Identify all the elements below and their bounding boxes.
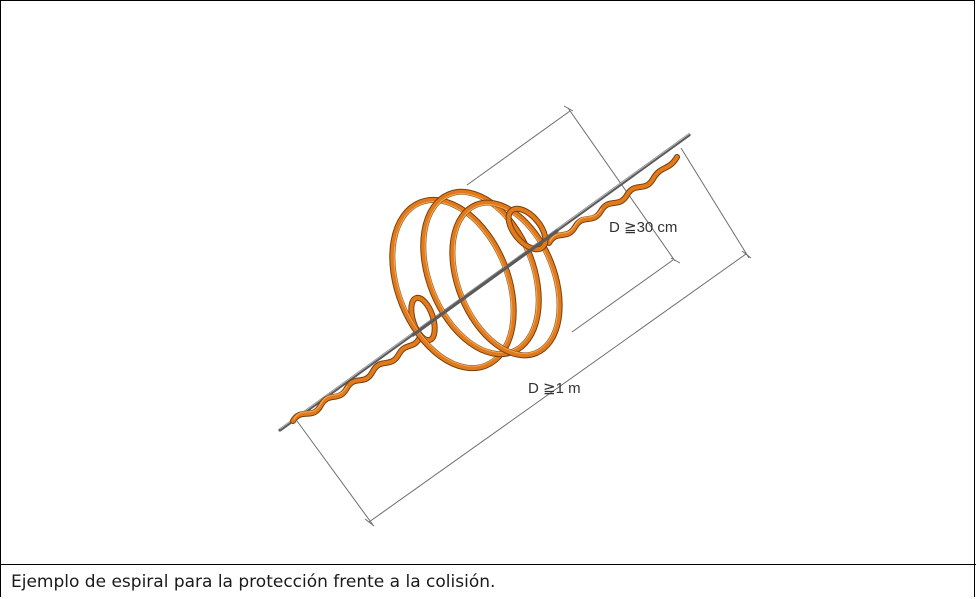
dimension-inner-label: D ≧30 cm	[609, 219, 677, 236]
dimension-outer-tick-left	[364, 518, 375, 527]
dimension-outer-extension-right	[680, 147, 750, 259]
spiral-tail-left	[290, 336, 422, 424]
dimension-inner-extension-bottom	[571, 259, 674, 333]
wire-core	[411, 229, 559, 337]
dimension-inner-tick-top	[563, 105, 574, 112]
spiral-diagram: D ≧30 cm D ≧1 m	[278, 105, 752, 527]
spiral-coils	[389, 188, 563, 372]
dimension-outer-extension-left	[296, 420, 374, 526]
dimension-outer-tick-right	[741, 250, 752, 259]
dimension-inner-tick-bottom	[670, 257, 681, 264]
dimension-outer-line	[368, 253, 747, 523]
caption-area: Ejemplo de espiral para la protección fr…	[1, 565, 976, 599]
dimension-inner-extension-top	[466, 110, 571, 186]
dimension-outer-label: D ≧1 m	[528, 380, 581, 397]
spiral-tail-right	[546, 154, 680, 246]
figure-caption: Ejemplo de espiral para la protección fr…	[11, 572, 496, 592]
figure-area: D ≧30 cm D ≧1 m	[1, 1, 976, 565]
dimension-outer	[296, 147, 752, 527]
